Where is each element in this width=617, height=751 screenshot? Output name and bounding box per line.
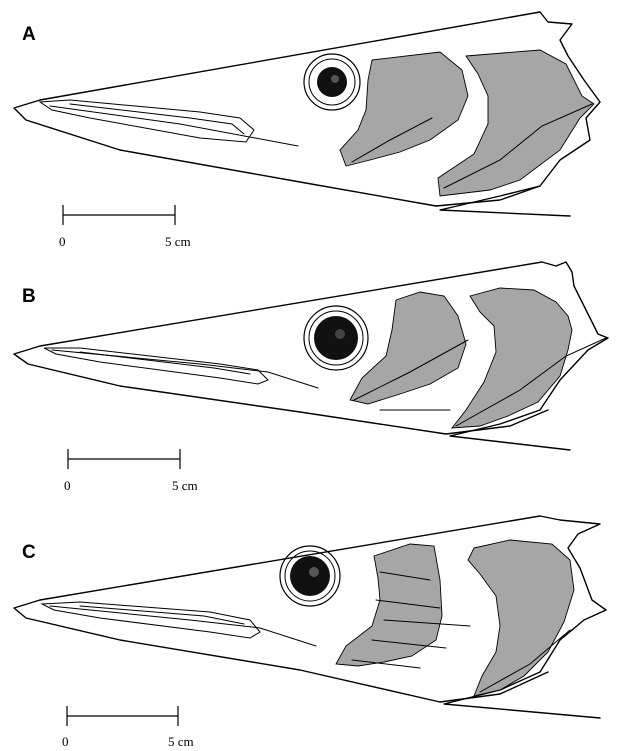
- eye-a: [304, 54, 360, 110]
- scale-end-c: 5 cm: [168, 734, 194, 749]
- scale-start-b: 0: [64, 478, 71, 493]
- snout-cavity-b: [44, 348, 268, 384]
- scale-bar-c: [67, 706, 178, 726]
- scale-bar-a: [63, 205, 175, 225]
- panel-label-c: C: [22, 542, 36, 563]
- snout-cavity-c: [42, 602, 260, 638]
- scale-start-c: 0: [62, 734, 69, 749]
- scale-bar-b: [68, 449, 180, 469]
- gill-cover-2-b: [452, 288, 572, 428]
- panel-label-a: A: [22, 24, 36, 45]
- mouth-line-b: [52, 350, 318, 388]
- snout-cavity-a: [40, 100, 254, 142]
- gill-cover-1-c: [336, 544, 442, 666]
- panel-b: B 0 5 cm: [14, 262, 608, 493]
- gill-cover-1-b: [350, 292, 466, 404]
- scale-end-a: 5 cm: [165, 234, 191, 249]
- scale-start-a: 0: [59, 234, 66, 249]
- panel-c: C 0 5 cm: [14, 516, 606, 749]
- scale-end-b: 5 cm: [172, 478, 198, 493]
- gill-cover-2-c: [468, 540, 574, 696]
- gill-cover-1-a: [340, 52, 468, 166]
- mouth-line-c: [50, 606, 316, 646]
- panel-a: A 0 5 cm: [14, 12, 600, 249]
- panel-label-b: B: [22, 286, 36, 307]
- eye-b: [304, 306, 368, 370]
